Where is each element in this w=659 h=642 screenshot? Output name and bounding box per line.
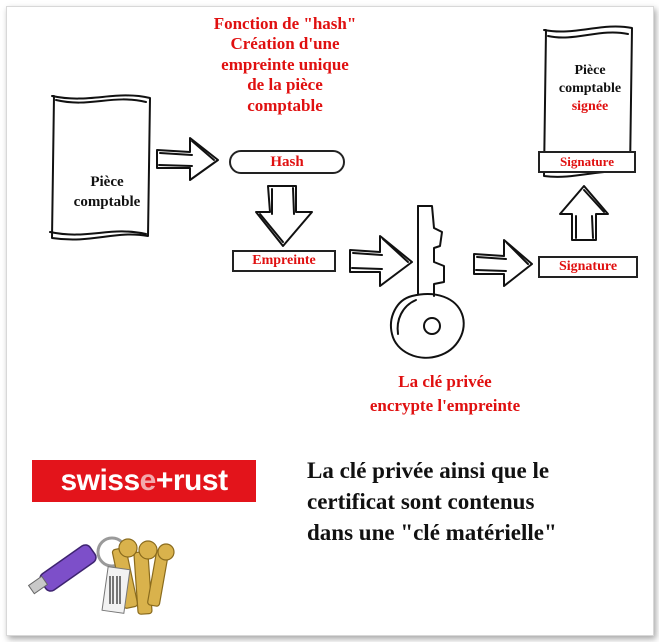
hash-label: Hash [229,150,345,174]
caption-line: de la pièce [247,75,323,95]
source-document-label: Pièce comptable [64,172,150,213]
caption-line: comptable [247,95,323,115]
source-document-line: comptable [73,194,141,211]
arrow-hash-down [255,185,313,247]
caption-line: empreinte unique [221,54,349,74]
hardware-key-note: La clé privée ainsi que le certificat so… [307,455,637,548]
logo-part: swiss [60,464,140,497]
arrow-signature-up [559,185,609,241]
note-line: certificat sont contenus [307,489,535,515]
caption-line: Fonction de "hash" [213,14,357,33]
signed-document-label: Pièce comptable signée [548,62,632,117]
key-caption-line: La clé privée [398,372,492,391]
fingerprint-label: Empreinte [232,250,336,272]
logo-part: +rust [155,464,228,497]
hardware-key-image [27,536,175,615]
slide-frame [6,6,654,636]
swisstrust-logo: swisse+rust [32,460,256,502]
signed-document-signature: Signature [538,151,636,173]
hash-function-caption: Fonction de "hash" Création d'une emprei… [180,14,390,116]
key-caption-line: encrypte l'empreinte [369,395,521,415]
source-document-shape [51,94,151,241]
caption-line: Création d'une [230,34,340,54]
arrow-to-key [349,235,413,287]
arrow-doc-to-hash [156,137,219,181]
note-line: dans une "clé matérielle" [307,520,557,546]
logo-part: e [139,464,157,497]
signed-document-line: signée [571,99,609,115]
note-line: La clé privée ainsi que le [307,458,550,483]
arrow-key-to-signature [473,239,533,287]
private-key-shape [390,205,465,359]
signed-document-line: comptable [558,81,622,97]
source-document-line: Pièce [90,174,124,190]
key-caption: La clé privée encrypte l'empreinte [330,370,560,418]
signed-document-line: Pièce [574,63,606,78]
signature-label: Signature [538,256,638,278]
